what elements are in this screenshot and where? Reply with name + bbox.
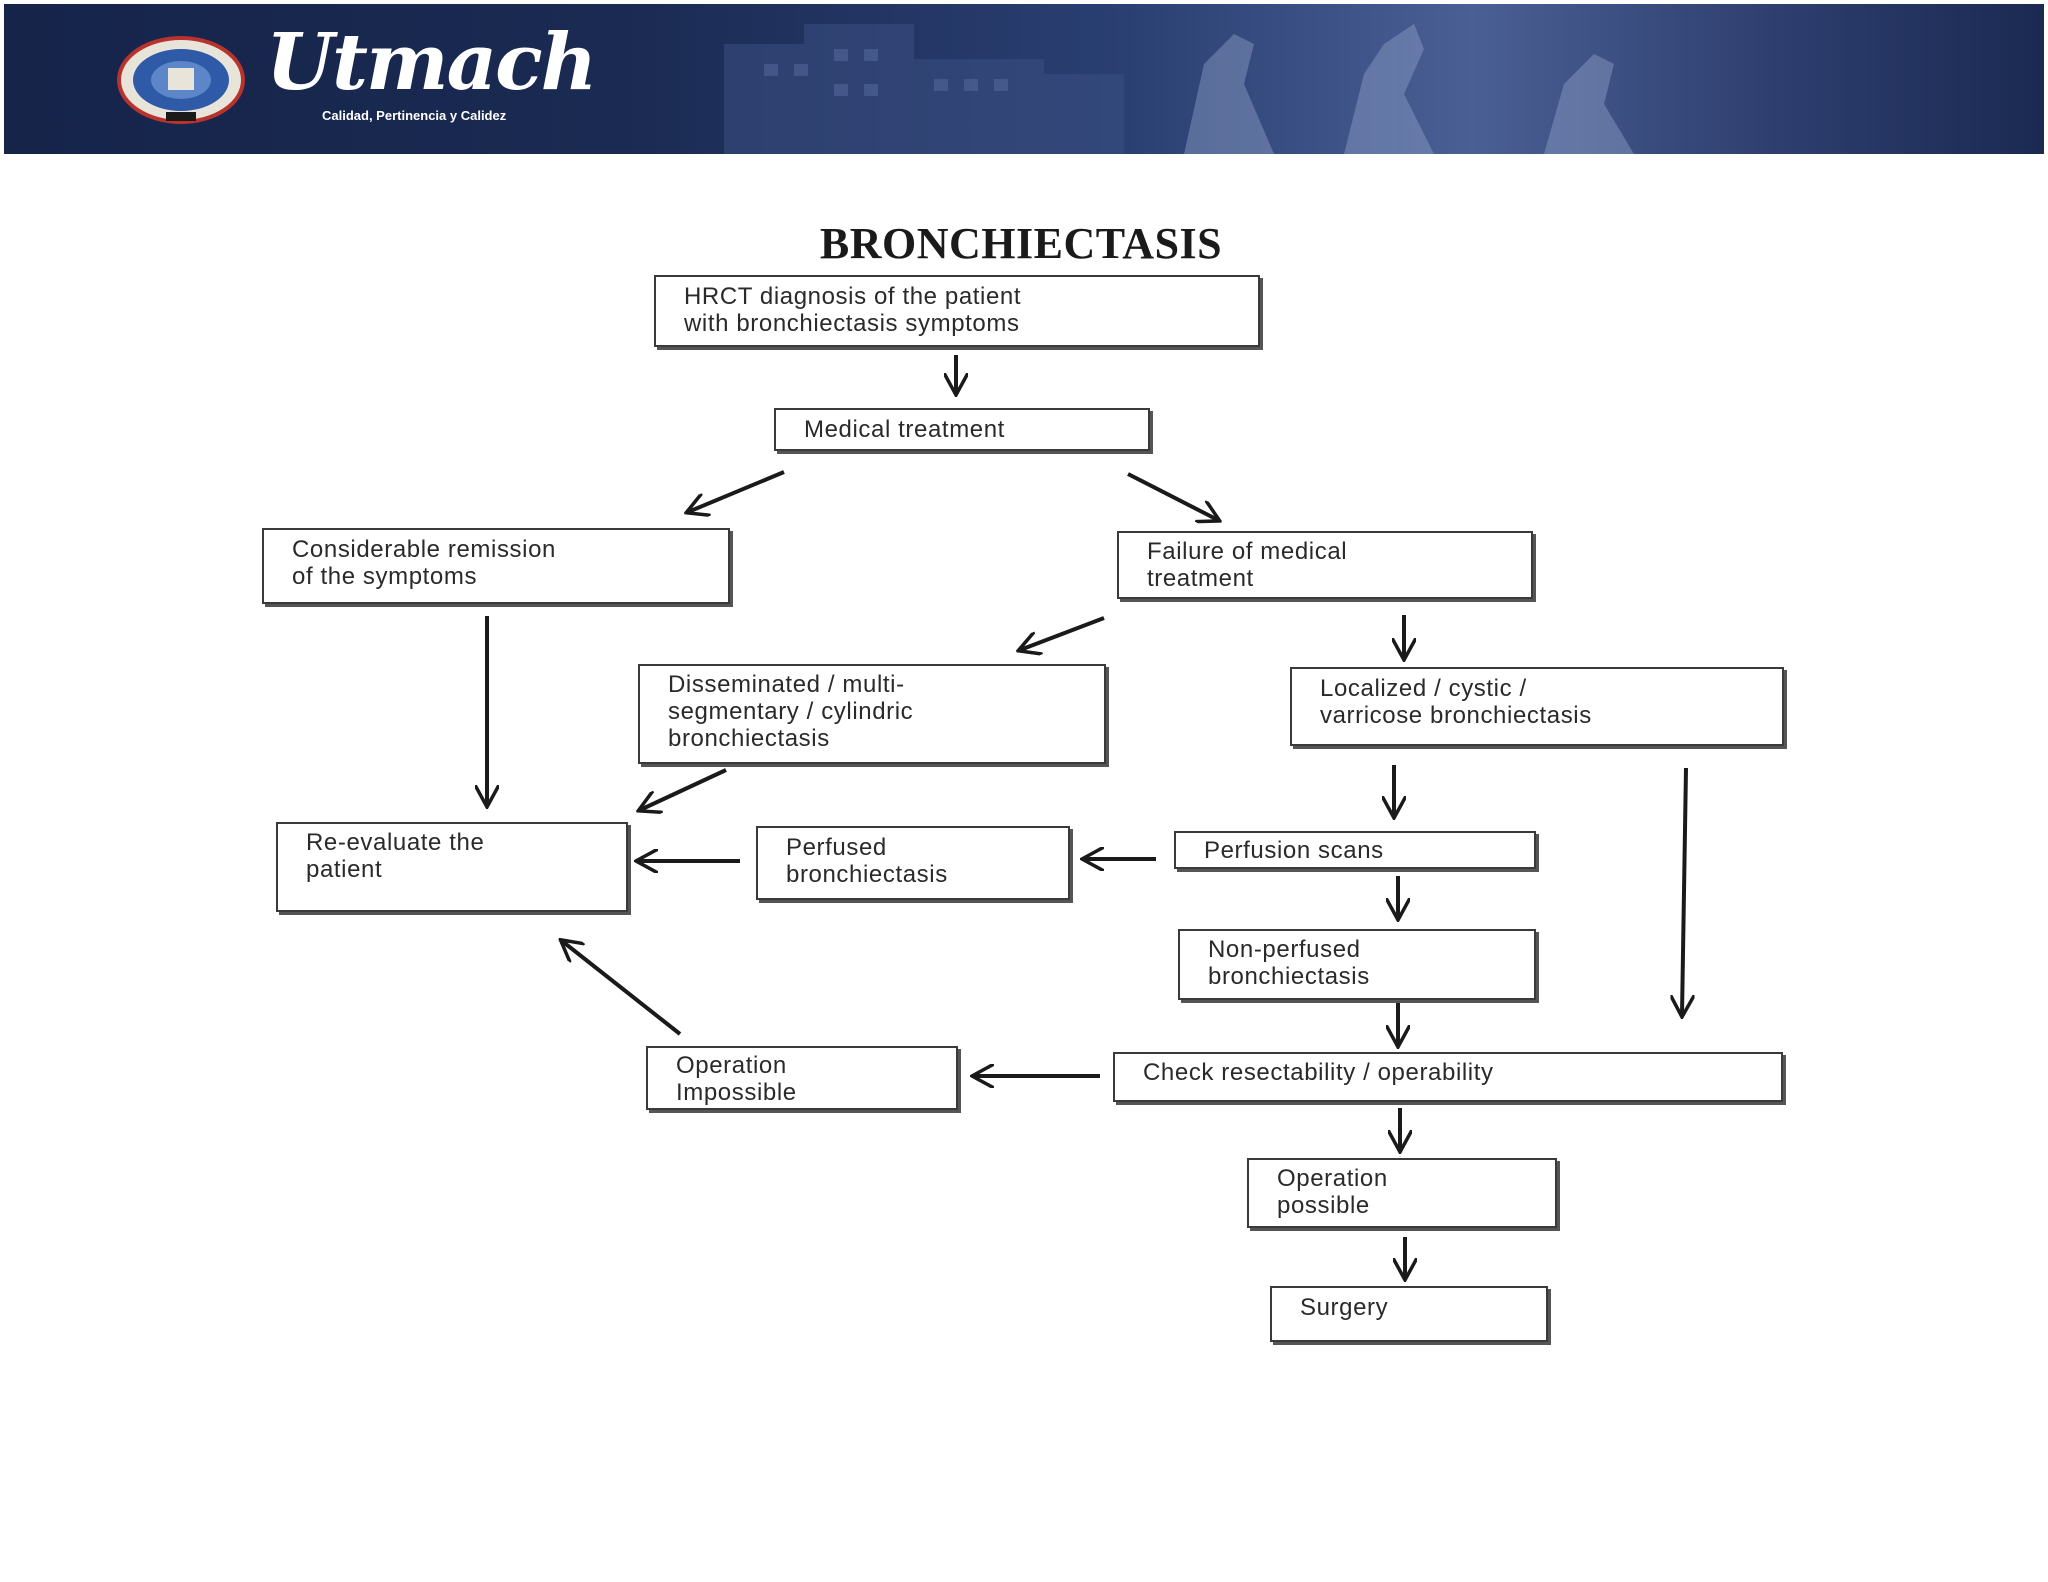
logo-tagline: Calidad, Pertinencia y Calidez (322, 108, 507, 123)
arrow-impossible-to-reevaluate (562, 941, 682, 1036)
page-title: BRONCHIECTASIS (819, 219, 1223, 268)
node-perfused-bronchiectasis: Perfused bronchiectasis (756, 826, 1070, 900)
header-banner: Utmach Calidad, Pertinencia y Calidez (4, 4, 2044, 154)
arrow-medical-to-remission (688, 470, 785, 512)
node-perfusion-scans: Perfusion scans (1174, 831, 1536, 869)
arrow-failure-to-disseminated (1020, 616, 1105, 650)
node-operation-impossible: Operation Impossible (646, 1046, 958, 1110)
arrow-disseminated-to-reevaluate (640, 768, 727, 810)
node-operation-possible: Operation possible (1247, 1158, 1557, 1228)
node-localized-bronchiectasis: Localized / cystic / varricose bronchiec… (1290, 667, 1784, 746)
logo-wordmark: Utmach (266, 17, 597, 108)
node-non-perfused-bronchiectasis: Non-perfused bronchiectasis (1178, 929, 1536, 1000)
node-surgery: Surgery (1270, 1286, 1548, 1342)
university-seal-icon (117, 36, 245, 124)
node-disseminated-bronchiectasis: Disseminated / multi- segmentary / cylin… (638, 664, 1106, 764)
node-medical-treatment: Medical treatment (774, 408, 1150, 451)
arrow-localized-to-check (1682, 767, 1686, 1015)
node-hrct-diagnosis: HRCT diagnosis of the patient with bronc… (654, 275, 1260, 347)
campus-skyline-image (724, 24, 1634, 154)
arrow-medical-to-failure (1127, 472, 1218, 520)
node-re-evaluate-patient: Re-evaluate the patient (276, 822, 628, 912)
node-check-resectability: Check resectability / operability (1113, 1052, 1783, 1102)
node-failure-of-medical-treatment: Failure of medical treatment (1117, 531, 1533, 599)
node-considerable-remission: Considerable remission of the symptoms (262, 528, 730, 604)
